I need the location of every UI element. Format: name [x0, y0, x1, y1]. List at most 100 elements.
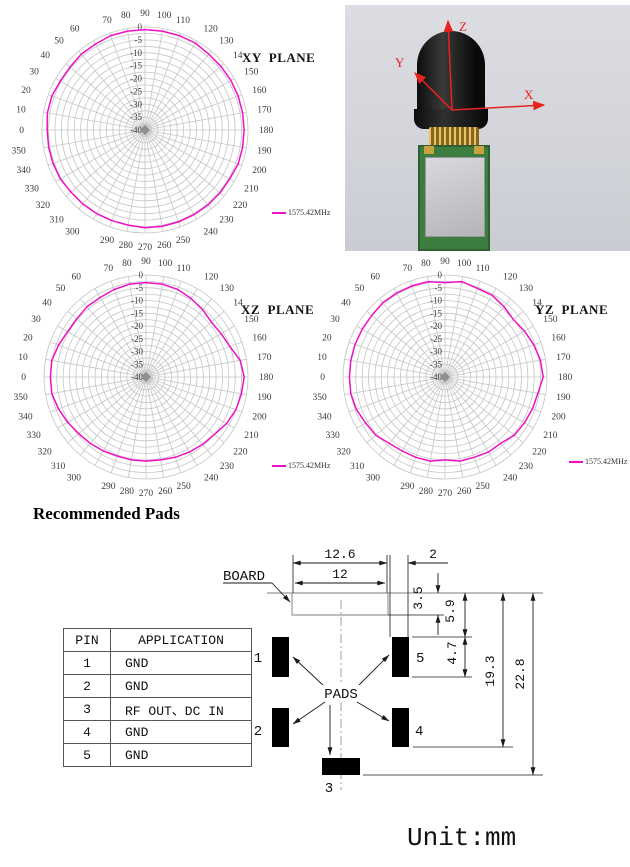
- angle-label: 300: [67, 474, 82, 484]
- angle-label: 230: [219, 216, 234, 226]
- pad-4: [392, 708, 409, 747]
- angle-label: 200: [252, 166, 266, 176]
- angle-label: 190: [556, 393, 571, 403]
- angle-label: 340: [18, 413, 33, 423]
- pin-cell: 5: [63, 743, 111, 767]
- board-label: BOARD: [223, 569, 265, 585]
- angle-label: 90: [440, 257, 450, 267]
- angle-label: 350: [13, 393, 28, 403]
- application-cell: GND: [110, 651, 252, 675]
- radial-label: -5: [135, 35, 143, 45]
- chart-title-xy: XY PLANE: [242, 50, 316, 65]
- angle-label: 270: [138, 243, 153, 253]
- radial-label: -25: [131, 334, 143, 344]
- angle-label: 240: [204, 227, 219, 237]
- legend-line-swatch: [272, 211, 286, 214]
- angle-label: 310: [51, 462, 66, 472]
- angle-label: 100: [457, 259, 472, 269]
- angle-label: 120: [503, 273, 518, 283]
- angle-label: 30: [330, 315, 340, 325]
- radial-label: -25: [430, 334, 442, 344]
- radial-label: -40: [131, 372, 143, 382]
- angle-label: 150: [543, 315, 558, 325]
- legend-label: 1575.42MHz: [288, 208, 331, 217]
- angle-label: 290: [101, 482, 116, 492]
- angle-label: 170: [257, 106, 272, 116]
- angle-label: 310: [350, 462, 365, 472]
- column-header-pin: PIN: [63, 628, 111, 652]
- angle-label: 130: [219, 36, 234, 46]
- angle-label: 210: [543, 431, 558, 441]
- trace-line: [49, 281, 245, 462]
- angle-label: 0: [21, 373, 26, 383]
- radial-label: -40: [130, 125, 142, 135]
- section-heading: Recommended Pads: [33, 504, 180, 523]
- angle-label: 14: [532, 298, 542, 308]
- dim-right-gap: 2: [429, 547, 437, 562]
- angle-label: 90: [140, 9, 150, 19]
- angle-label: 260: [157, 241, 172, 251]
- dim-notch-depth: 3.5: [411, 586, 426, 609]
- angle-label: 50: [56, 284, 66, 294]
- radial-label: -5: [136, 283, 144, 293]
- angle-label: 60: [72, 273, 82, 283]
- angle-label: 14: [233, 298, 243, 308]
- module-photo: Z Y X: [345, 5, 630, 251]
- angle-label: 240: [503, 474, 518, 484]
- z-axis-arrow: [443, 19, 454, 111]
- angle-label: 50: [54, 36, 64, 46]
- angle-label: 250: [176, 236, 191, 246]
- radial-label: -35: [130, 112, 142, 122]
- angle-label: 330: [325, 431, 340, 441]
- angle-label: 190: [257, 146, 272, 156]
- angle-label: 150: [244, 68, 259, 78]
- angle-label: 130: [220, 284, 235, 294]
- radial-label: 0: [138, 22, 143, 32]
- angle-label: 160: [252, 333, 267, 343]
- radial-label: -5: [435, 283, 443, 293]
- radial-label: -25: [130, 86, 142, 96]
- angle-label: 20: [322, 333, 332, 343]
- dim-edge-to-bottom-pad: 22.8: [513, 658, 528, 689]
- angle-label: 120: [204, 25, 219, 35]
- angle-label: 0: [320, 373, 325, 383]
- board-leader-arrow: [271, 582, 291, 603]
- pcb-gold-pad: [424, 146, 434, 154]
- angle-label: 20: [23, 333, 33, 343]
- axis-overlay: Z Y X: [395, 19, 546, 111]
- radial-label: 0: [139, 270, 144, 280]
- legend-label: 1575.42MHz: [585, 457, 628, 466]
- angle-label: 160: [252, 86, 266, 96]
- angle-label: 0: [19, 126, 24, 136]
- pads-group: [272, 637, 409, 775]
- polar-grid: [43, 274, 249, 480]
- polar-grid: [342, 274, 548, 480]
- angle-label: 280: [119, 241, 134, 251]
- pad-layout-drawing: 12.6 12 2 3.5 5.9 4.7 19.3 22.8 BOARD 1 …: [223, 547, 543, 853]
- y-axis-arrow: [414, 72, 453, 111]
- antenna-skirt: [414, 109, 488, 129]
- center-marker: [440, 372, 450, 382]
- chart-title-xz: XZ PLANE: [241, 302, 315, 317]
- pad-number-4: 4: [415, 724, 423, 740]
- pad-number-2: 2: [254, 724, 262, 740]
- angle-label: 100: [158, 259, 173, 269]
- angle-label: 70: [102, 16, 112, 26]
- trace-line: [46, 28, 245, 229]
- angle-label: 90: [141, 257, 151, 267]
- radial-label: 0: [438, 270, 443, 280]
- pads-leader-arrows: [292, 654, 390, 756]
- polar-grid: [41, 26, 249, 234]
- angle-label: 10: [18, 353, 28, 363]
- application-cell: GND: [110, 743, 252, 767]
- angle-label: 230: [519, 462, 534, 472]
- angle-label: 210: [244, 185, 259, 195]
- angle-label: 110: [177, 264, 191, 274]
- chart-title-yz: YZ PLANE: [535, 302, 609, 317]
- pad-2: [272, 708, 289, 747]
- dim-outer-width: 12.6: [324, 547, 355, 562]
- angle-label: 270: [139, 489, 154, 499]
